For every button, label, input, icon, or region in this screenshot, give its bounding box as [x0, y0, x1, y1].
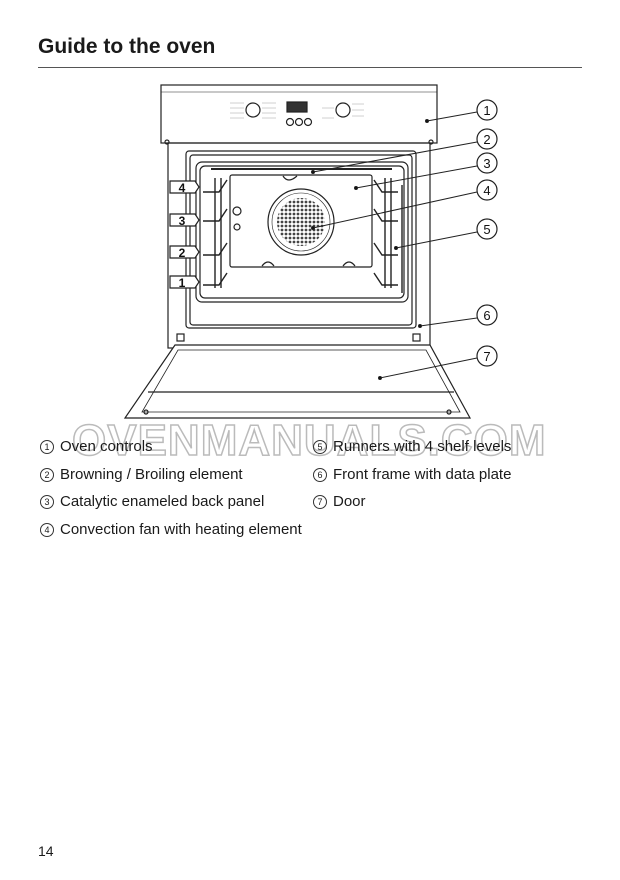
left-runners	[203, 178, 228, 288]
legend-number: 7	[313, 494, 327, 509]
callout-4: 4	[483, 183, 490, 198]
legend-item: 5 Runners with 4 shelf levels	[313, 438, 511, 455]
shelf-label-1: 1	[179, 276, 186, 290]
oven-cavity	[195, 161, 409, 303]
legend-label: Catalytic enameled back panel	[60, 493, 265, 510]
shelf-label-3: 3	[179, 214, 186, 228]
function-knob	[245, 102, 261, 118]
legend-number: 5	[313, 439, 327, 454]
shelf-label-4: 4	[179, 181, 186, 195]
legend-number: 2	[40, 467, 54, 482]
legend-item: 2 Browning / Broiling element	[40, 466, 243, 483]
callout-5: 5	[483, 222, 490, 237]
shelf-tags	[169, 180, 200, 289]
callout-2: 2	[483, 132, 490, 147]
legend-number: 1	[40, 439, 54, 454]
control-panel	[160, 84, 438, 144]
legend-label: Front frame with data plate	[333, 466, 512, 483]
shelf-label-2: 2	[179, 246, 186, 260]
convection-fan	[267, 188, 335, 256]
display	[286, 101, 308, 113]
legend-item: 7 Door	[313, 493, 366, 510]
leader-lines	[311, 111, 478, 380]
callout-1: 1	[483, 103, 490, 118]
door	[123, 344, 472, 419]
legend-number: 3	[40, 494, 54, 509]
oven-diagram: 4 3 2 1 1 2 3 4 5 6 7	[123, 84, 498, 419]
back-panel	[229, 174, 373, 268]
legend-label: Runners with 4 shelf levels	[333, 438, 512, 455]
callout-3: 3	[483, 156, 490, 171]
callout-circles	[476, 99, 498, 367]
legend-item: 3 Catalytic enameled back panel	[40, 493, 264, 510]
legend-number: 6	[313, 467, 327, 482]
page-title: Guide to the oven	[38, 35, 216, 58]
right-runners	[373, 178, 403, 293]
legend-label: Oven controls	[60, 438, 153, 455]
legend-item: 6 Front frame with data plate	[313, 466, 511, 483]
legend-label: Convection fan with heating element	[60, 521, 302, 538]
title-rule	[38, 67, 582, 68]
legend-item: 4 Convection fan with heating element	[40, 521, 302, 538]
callout-7: 7	[483, 349, 490, 364]
page-number: 14	[38, 843, 54, 859]
legend-number: 4	[40, 522, 54, 537]
temperature-knob	[335, 102, 351, 118]
watermark: OVENMANUALS.COM	[71, 415, 547, 466]
callout-6: 6	[483, 308, 490, 323]
legend-item: 1 Oven controls	[40, 438, 153, 455]
legend-label: Browning / Broiling element	[60, 466, 243, 483]
legend-label: Door	[333, 493, 366, 510]
